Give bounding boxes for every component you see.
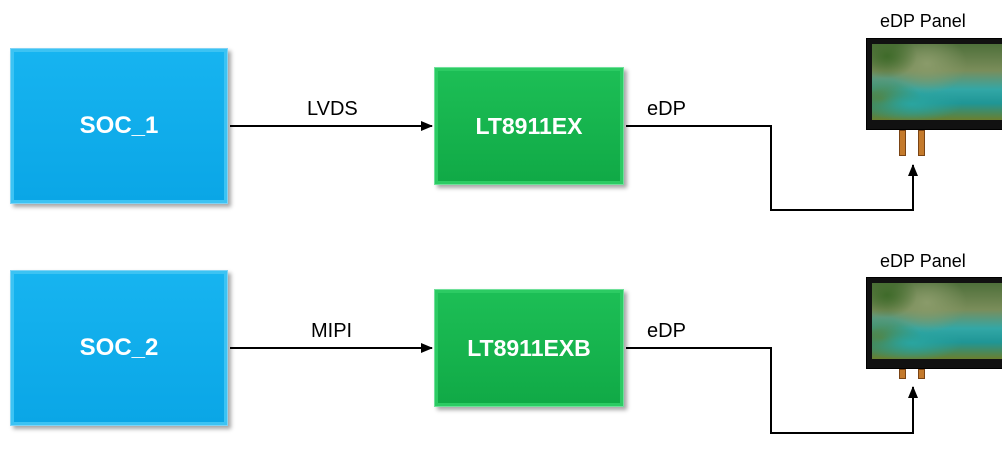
panel-1-screen xyxy=(872,44,1002,120)
soc-2-block: SOC_2 xyxy=(10,270,228,426)
edp-panel-1-title: eDP Panel xyxy=(880,11,966,31)
edp-label-2: eDP xyxy=(647,320,686,342)
panel-1-connector-left xyxy=(899,130,906,156)
mipi-label: MIPI xyxy=(311,320,353,342)
panel-2-connector-left xyxy=(899,369,906,379)
soc-1-block: SOC_1 xyxy=(10,48,228,204)
lt8911exb-label: LT8911EXB xyxy=(467,334,591,361)
panel-2-connector-right xyxy=(918,369,925,379)
edp-panel-2-icon xyxy=(866,277,1002,369)
soc-1-label: SOC_1 xyxy=(79,112,159,139)
soc-2-label: SOC_2 xyxy=(79,334,159,361)
edp-panel-2-title: eDP Panel xyxy=(880,251,966,271)
lt8911exb-block: LT8911EXB xyxy=(434,289,624,407)
lt8911ex-block: LT8911EX xyxy=(434,67,624,185)
edp-panel-1-icon xyxy=(866,38,1002,130)
edp-label-1: eDP xyxy=(647,98,686,120)
lvds-label: LVDS xyxy=(307,98,358,120)
edp-connector-line-2 xyxy=(626,347,918,434)
panel-2-screen xyxy=(872,283,1002,359)
panel-1-connector-right xyxy=(918,130,925,156)
edp-connector-line-1 xyxy=(626,125,918,211)
lt8911ex-label: LT8911EX xyxy=(475,112,583,139)
